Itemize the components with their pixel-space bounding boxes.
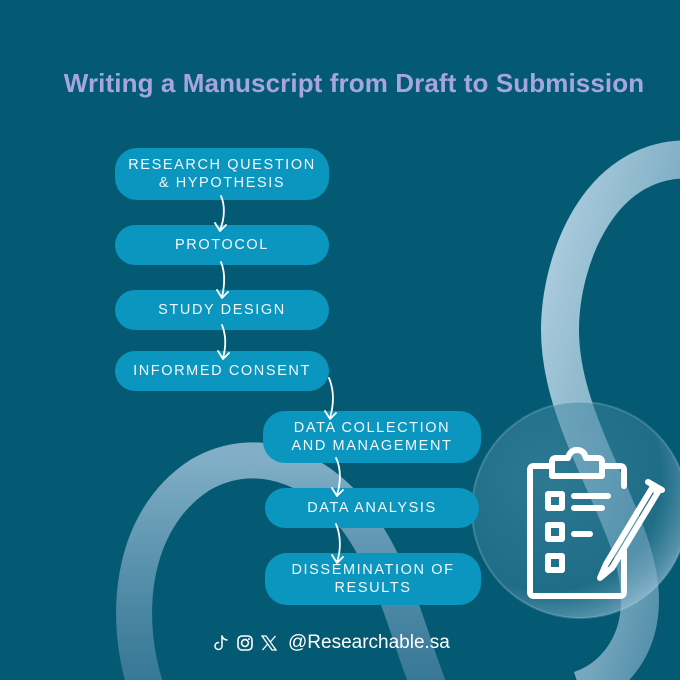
step-protocol: PROTOCOL — [115, 225, 329, 265]
step-research-question: RESEARCH QUESTION & HYPOTHESIS — [115, 148, 329, 200]
step-label: PROTOCOL — [175, 237, 269, 253]
step-label: STUDY DESIGN — [158, 302, 286, 318]
step-label: DATA COLLECTION AND MANAGEMENT — [291, 420, 453, 454]
step-label: DATA ANALYSIS — [307, 500, 437, 516]
step-study-design: STUDY DESIGN — [115, 290, 329, 330]
page-title: Writing a Manuscript from Draft to Submi… — [63, 68, 645, 98]
step-data-collection: DATA COLLECTION AND MANAGEMENT — [263, 411, 481, 463]
instagram-icon[interactable] — [236, 634, 254, 652]
step-data-analysis: DATA ANALYSIS — [265, 488, 479, 528]
step-label: RESEARCH QUESTION & HYPOTHESIS — [128, 157, 316, 191]
step-label: INFORMED CONSENT — [133, 363, 311, 379]
tiktok-icon[interactable] — [212, 634, 230, 652]
x-icon[interactable] — [260, 634, 278, 652]
social-handle[interactable]: @Researchable.sa — [288, 632, 450, 653]
step-label: DISSEMINATION OF RESULTS — [291, 562, 455, 596]
step-dissemination: DISSEMINATION OF RESULTS — [265, 553, 481, 605]
clipboard-checklist-pencil-icon — [527, 447, 665, 599]
footer: @Researchable.sa — [212, 632, 450, 654]
step-informed-consent: INFORMED CONSENT — [115, 351, 329, 391]
